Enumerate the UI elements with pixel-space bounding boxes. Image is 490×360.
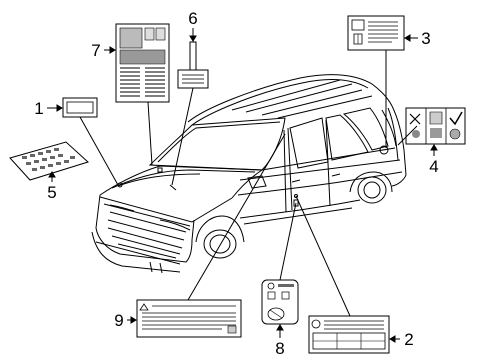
part-5-label xyxy=(9,141,89,181)
callout-numbers: 1 2 3 4 5 6 7 8 9 xyxy=(34,9,438,358)
callout-1: 1 xyxy=(34,99,43,118)
callout-4: 4 xyxy=(429,157,438,176)
callout-2: 2 xyxy=(404,330,413,349)
part-2-table-label xyxy=(308,315,390,354)
callout-8: 8 xyxy=(275,339,284,358)
part-8-tag xyxy=(261,279,299,325)
part-6-hang-tag xyxy=(177,41,209,89)
callout-3: 3 xyxy=(421,29,430,48)
part-4-pictogram-label xyxy=(405,107,466,145)
callout-5: 5 xyxy=(47,183,56,202)
part-7-fuse-label xyxy=(115,23,170,103)
leader-lines xyxy=(47,28,438,343)
attachment-points xyxy=(117,167,299,207)
callout-7: 7 xyxy=(91,41,100,60)
suv-vehicle xyxy=(91,74,407,274)
part-1-label xyxy=(62,97,98,118)
part-3-tire-label xyxy=(347,15,405,51)
part-9-warning-label xyxy=(136,299,242,338)
callout-6: 6 xyxy=(188,9,197,28)
callout-9: 9 xyxy=(114,311,123,330)
